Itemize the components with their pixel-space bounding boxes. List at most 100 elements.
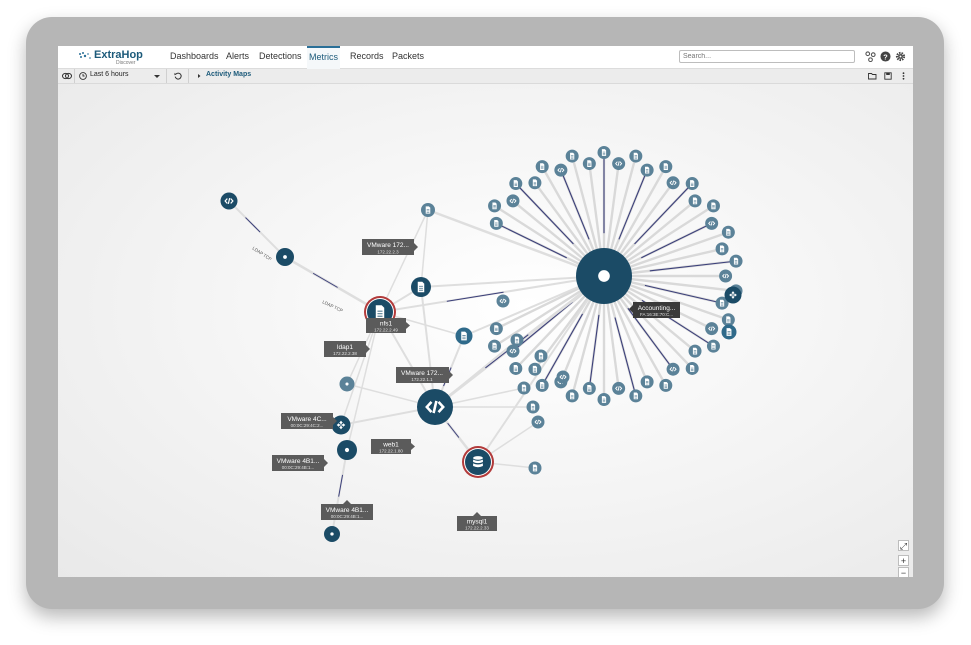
node-label-nfs1[interactable]: nfs1 172.22.2.49 bbox=[366, 318, 410, 333]
map-node-code[interactable] bbox=[666, 362, 680, 376]
map-node-code[interactable] bbox=[666, 176, 680, 190]
settings-gear-icon[interactable] bbox=[895, 51, 906, 62]
map-node-unlabeled-d[interactable] bbox=[724, 286, 742, 304]
system-health-icon[interactable] bbox=[865, 51, 876, 62]
node-label-vmware-172-2-3[interactable]: VMware 172... 172.22.2.3 bbox=[362, 239, 418, 255]
activity-map-graph[interactable]: VMware 172... 172.22.2.3 nfs1 172.22.2.4… bbox=[58, 84, 913, 577]
map-node-doc[interactable] bbox=[535, 378, 549, 392]
nav-detections[interactable]: Detections bbox=[259, 51, 302, 61]
node-label-vmware-172-1-1[interactable]: VMware 172... 172.22.1.1 bbox=[396, 367, 453, 383]
doc-icon bbox=[644, 378, 650, 386]
map-node-doc[interactable] bbox=[706, 339, 720, 353]
nav-packets[interactable]: Packets bbox=[392, 51, 425, 61]
map-node-doc[interactable] bbox=[489, 322, 503, 336]
map-node-doc[interactable] bbox=[685, 361, 699, 375]
map-node-code[interactable] bbox=[506, 344, 520, 358]
map-node-doc[interactable] bbox=[517, 381, 531, 395]
node-label-vmware-4c[interactable]: VMware 4C... 00:0C:29:4C:2... bbox=[281, 413, 337, 429]
map-node-code[interactable] bbox=[531, 415, 545, 429]
map-node-doc[interactable] bbox=[526, 400, 540, 414]
map-node-doc[interactable] bbox=[640, 163, 654, 177]
map-node-vmware-4b1-b[interactable] bbox=[337, 440, 357, 460]
map-node-doc[interactable] bbox=[509, 361, 523, 375]
map-node-doc[interactable] bbox=[688, 194, 702, 208]
map-node-code[interactable] bbox=[556, 370, 570, 384]
map-node-doc[interactable] bbox=[659, 378, 673, 392]
map-node-doc[interactable] bbox=[597, 393, 611, 406]
search-input[interactable] bbox=[679, 50, 855, 63]
time-range-selector[interactable]: Last 6 hours bbox=[90, 71, 129, 78]
open-folder-icon[interactable] bbox=[868, 72, 877, 80]
map-node-vmware-172-1-1[interactable] bbox=[455, 327, 473, 345]
map-node-doc[interactable] bbox=[528, 176, 542, 190]
doc-icon bbox=[601, 395, 607, 404]
map-node-unlabeled-b[interactable] bbox=[220, 192, 238, 210]
map-node-unlabeled-a[interactable] bbox=[276, 248, 294, 266]
map-node-vmware-4c[interactable] bbox=[339, 376, 355, 392]
map-node-doc[interactable] bbox=[685, 177, 699, 191]
map-node-code[interactable] bbox=[554, 163, 568, 177]
help-icon[interactable]: ? bbox=[880, 51, 891, 62]
map-node-doc[interactable] bbox=[565, 149, 579, 163]
map-node-doc[interactable] bbox=[629, 389, 643, 403]
map-node-doc[interactable] bbox=[535, 160, 549, 174]
activity-map-canvas[interactable]: VMware 172... 172.22.2.3 nfs1 172.22.2.4… bbox=[58, 84, 913, 577]
nav-records[interactable]: Records bbox=[350, 51, 384, 61]
map-node-doc[interactable] bbox=[688, 344, 702, 358]
map-node-doc[interactable] bbox=[528, 362, 542, 376]
map-node-doc[interactable] bbox=[715, 242, 729, 256]
map-node-code[interactable] bbox=[612, 381, 626, 395]
map-node-code[interactable] bbox=[506, 194, 520, 208]
map-node-accounting[interactable] bbox=[576, 248, 632, 304]
fit-to-screen-button[interactable]: ⤢ bbox=[898, 540, 909, 551]
map-node-code[interactable] bbox=[719, 269, 733, 283]
map-node-doc[interactable] bbox=[534, 349, 548, 363]
map-node-doc[interactable] bbox=[528, 461, 542, 475]
map-node-vmware-172-2-3[interactable] bbox=[421, 203, 435, 217]
map-node-code[interactable] bbox=[496, 294, 510, 308]
map-node-doc[interactable] bbox=[721, 313, 735, 327]
node-label-vmware-4b1-b[interactable]: VMware 4B1... 00:0C:29:4B:1... bbox=[321, 500, 373, 520]
map-node-mysql1[interactable] bbox=[462, 446, 494, 478]
zoom-out-button[interactable]: − bbox=[898, 567, 909, 577]
nav-metrics[interactable]: Metrics bbox=[307, 46, 340, 70]
map-node-unlabeled-c[interactable] bbox=[324, 526, 340, 542]
map-node-doc[interactable] bbox=[582, 381, 596, 395]
node-label-vmware-4b1-a[interactable]: VMware 4B1... 00:0C:29:4B:1... bbox=[272, 455, 328, 471]
map-node-web1[interactable] bbox=[417, 389, 453, 425]
node-label-web1[interactable]: web1 172.22.1.80 bbox=[371, 439, 415, 454]
node-label-mysql1[interactable]: mysql1 172.22.2.33 bbox=[457, 512, 497, 531]
zoom-in-button[interactable]: + bbox=[898, 555, 909, 566]
refresh-history-icon[interactable] bbox=[174, 72, 182, 80]
dropdown-caret-icon[interactable] bbox=[153, 72, 161, 80]
nav-alerts[interactable]: Alerts bbox=[226, 51, 250, 61]
map-node-code[interactable] bbox=[705, 216, 719, 230]
map-node-doc[interactable] bbox=[582, 157, 596, 171]
map-node-code[interactable] bbox=[612, 157, 626, 171]
map-node-doc[interactable] bbox=[629, 149, 643, 163]
map-node-code[interactable] bbox=[705, 322, 719, 336]
map-node-doc[interactable] bbox=[729, 254, 743, 268]
map-node-doc[interactable] bbox=[659, 160, 673, 174]
save-icon[interactable] bbox=[884, 72, 892, 80]
nav-dashboards[interactable]: Dashboards bbox=[170, 51, 219, 61]
map-node-doc[interactable] bbox=[706, 199, 720, 213]
node-label-accounting[interactable]: Accounting... FA:16:3E:70:C... bbox=[629, 302, 680, 318]
map-node-doc[interactable] bbox=[597, 146, 611, 159]
map-node-doc[interactable] bbox=[488, 199, 502, 213]
node-label-ldap1[interactable]: ldap1 172.22.2.38 bbox=[324, 341, 370, 357]
map-node-doc[interactable] bbox=[640, 375, 654, 389]
more-options-icon[interactable] bbox=[901, 72, 906, 80]
edge-label-ldap-tcp-2: LDAP TCP bbox=[322, 299, 344, 313]
map-node-doc[interactable] bbox=[509, 177, 523, 191]
breadcrumb-activity-maps[interactable]: Activity Maps bbox=[206, 71, 252, 78]
map-node-doc[interactable] bbox=[715, 296, 729, 310]
map-node-unlabeled-e[interactable] bbox=[721, 324, 737, 340]
map-node-doc[interactable] bbox=[489, 216, 503, 230]
map-node-doc[interactable] bbox=[565, 389, 579, 403]
map-node-nfs1[interactable] bbox=[411, 277, 431, 297]
map-node-doc[interactable] bbox=[510, 333, 524, 347]
toggle-sidebar-icon[interactable] bbox=[62, 72, 72, 80]
map-node-doc[interactable] bbox=[721, 225, 735, 239]
map-node-doc[interactable] bbox=[488, 339, 502, 353]
